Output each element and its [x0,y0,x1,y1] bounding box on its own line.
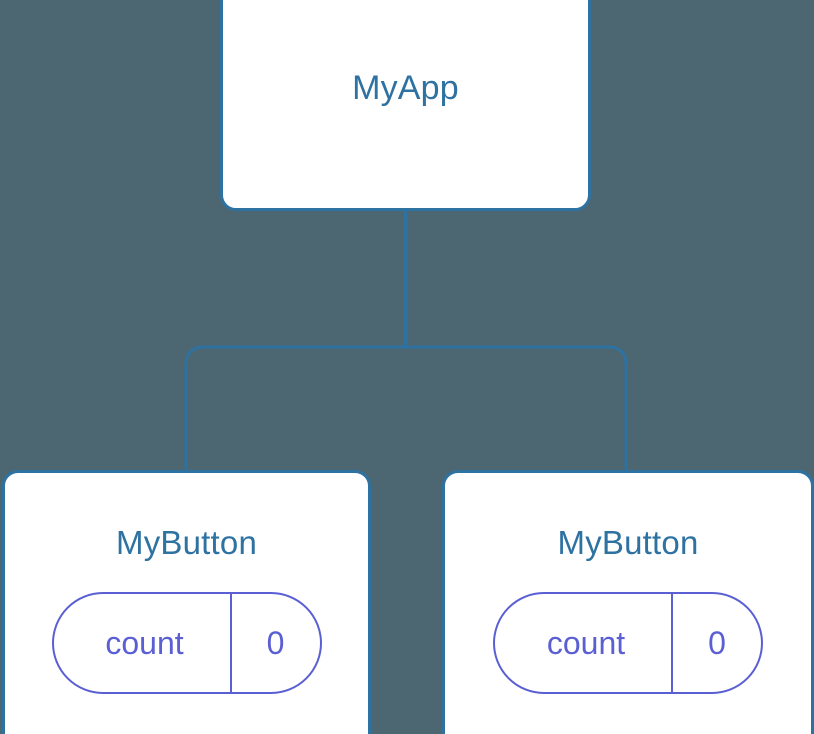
connector-branch-right [405,345,628,472]
connector-branch-left [184,345,406,472]
state-value: 0 [671,594,761,692]
state-value: 0 [229,594,320,692]
state-key: count [105,625,184,661]
node-root-myapp[interactable]: MyApp [220,0,591,211]
node-title: MyApp [352,68,459,107]
node-title: MyButton [557,524,699,561]
state-pill[interactable]: count 0 [51,592,322,694]
node-child-mybutton-1[interactable]: MyButton count 0 [2,470,371,734]
state-pill[interactable]: count 0 [493,592,763,694]
node-title: MyButton [116,524,257,561]
state-key: count [546,625,626,661]
node-child-mybutton-2[interactable]: MyButton count 0 [442,470,814,734]
